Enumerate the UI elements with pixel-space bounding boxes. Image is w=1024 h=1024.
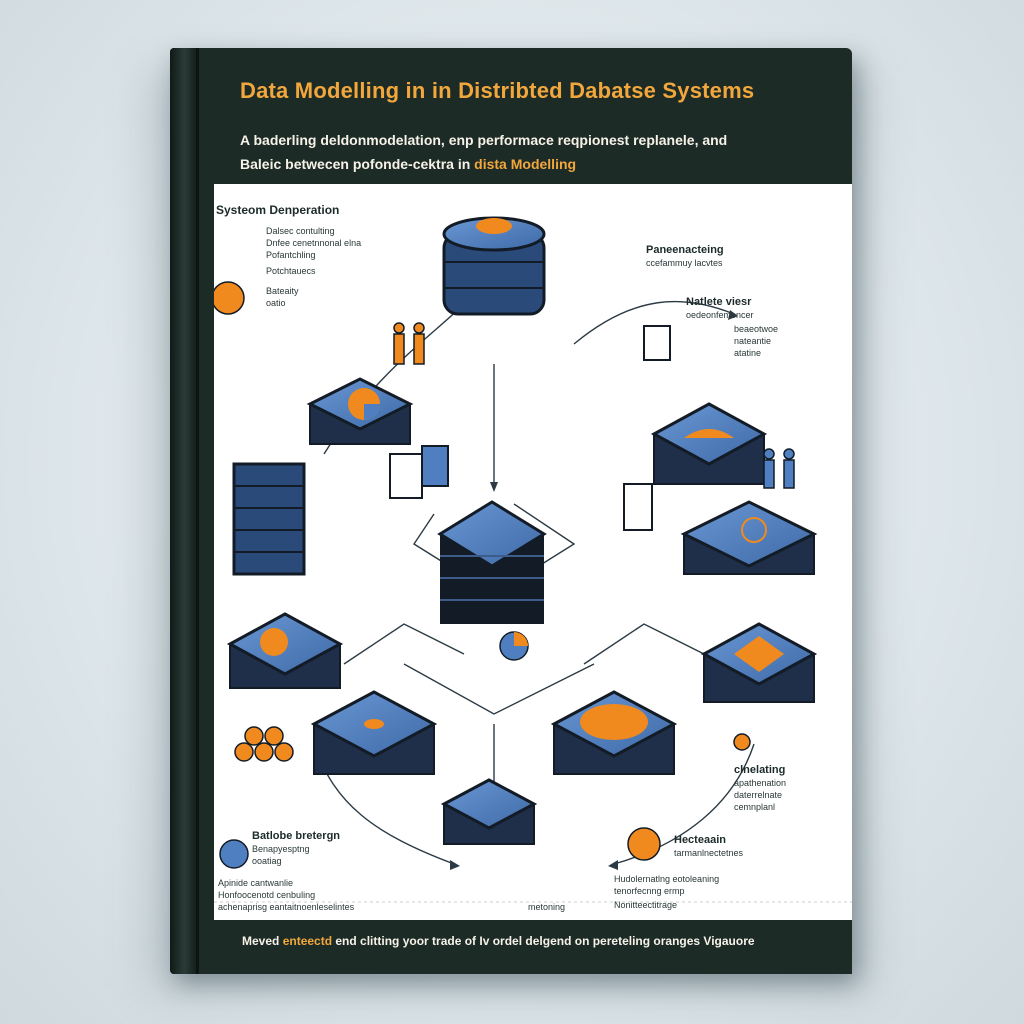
section-heading: Systeom Denperation xyxy=(216,203,340,217)
left-mid-server-icon xyxy=(226,612,344,689)
top-left-line-2: Dnfee cenetnnonal elna xyxy=(266,238,362,248)
book-cover: Data Modelling in in Distribted Dabatse … xyxy=(170,48,852,974)
lower-right-heading: Hecteaain xyxy=(674,834,726,846)
top-database-stack-icon xyxy=(442,216,546,316)
illustration-panel: Systeom Denperation Dalsec contulting Dn… xyxy=(214,184,852,920)
cover-subtitle-line2: Baleic betwecen pofonde-cektra in dista … xyxy=(240,156,840,172)
orange-circle-icons xyxy=(214,281,751,762)
top-left-line-1: Dalsec contulting xyxy=(266,226,335,236)
subtitle-line2-prefix: Baleic betwecen pofonde-cektra in xyxy=(240,156,475,172)
small-pie-icons xyxy=(219,631,661,869)
bottom-right-line-1: apathenation xyxy=(734,778,787,788)
top-left-small-1: Bateaity xyxy=(266,286,299,296)
footer-prefix: Meved xyxy=(242,934,283,948)
right-top-server-icon xyxy=(650,402,768,485)
bottom-left-server-icon xyxy=(310,690,438,775)
people-icons xyxy=(393,322,795,489)
document-icons xyxy=(389,325,671,531)
lower-right-subtitle: tarmanlnectetnes xyxy=(674,848,744,858)
bottom-right-line-2: daterrelnate xyxy=(734,790,783,800)
right-heading: Natlete viesr xyxy=(686,296,752,308)
bottom-center-server-icon xyxy=(440,778,538,845)
bottom-right-server-icon xyxy=(550,690,678,775)
list-left-1: Apinide cantwanlie xyxy=(218,878,294,888)
right-line-1: oedeonfemoncer xyxy=(686,310,754,320)
right-line-3: nateantie xyxy=(734,336,772,346)
list-left-3: achenaprisg eantaitnoenleselintes xyxy=(218,902,355,912)
list-right-1: Hudolernatlng eotoleaning xyxy=(614,874,720,884)
right-line-4: atatine xyxy=(734,348,762,358)
right-pie-server-icon xyxy=(700,622,818,703)
book-spine xyxy=(170,48,196,974)
top-left-line-3: Pofantchling xyxy=(266,250,316,260)
list-right-2: tenorfecnng ermp xyxy=(614,886,685,896)
top-right-subtitle: ccefammuy lacvtes xyxy=(646,258,723,268)
bottom-left-line-1: Benapyesptng xyxy=(252,844,310,854)
bottom-left-heading: Batlobe bretergn xyxy=(252,830,341,842)
footer-accent: enteectd xyxy=(282,934,333,948)
cover-subtitle-line1: A baderling deldonmodelation, enp perfor… xyxy=(240,132,728,148)
right-line-2: beaeotwoe xyxy=(734,324,779,334)
infographic-illustration xyxy=(214,216,852,903)
cover-title: Data Modelling in in Distribted Dabatse … xyxy=(240,78,755,103)
bottom-right-line-3: cemnplanl xyxy=(734,802,776,812)
top-left-small-2: oatio xyxy=(266,298,286,308)
top-right-heading: Paneenacteing xyxy=(646,244,724,256)
central-server-stack-icon xyxy=(437,500,547,624)
list-center: metoning xyxy=(528,902,566,912)
list-right-3: Nonitteectitrage xyxy=(614,900,678,910)
subtitle-line2-accent: dista Modelling xyxy=(474,156,577,172)
bottom-right-heading: clnelating xyxy=(734,764,786,776)
footer-rest: end clitting yoor trade of Iv ordel delg… xyxy=(332,934,755,948)
pie-server-icon xyxy=(306,377,414,445)
bottom-left-line-2: ooatiag xyxy=(252,856,282,866)
list-left-2: Honfoocenotd cenbuling xyxy=(218,890,316,900)
spine-divider xyxy=(196,48,199,974)
top-left-line-4: Potchtauecs xyxy=(266,266,316,276)
footer-text: Meved enteectd end clitting yoor trade o… xyxy=(242,934,802,948)
left-server-tower-icon xyxy=(232,462,306,576)
cover-footer: Meved enteectd end clitting yoor trade o… xyxy=(214,920,852,974)
right-mid-server-icon xyxy=(680,500,818,575)
